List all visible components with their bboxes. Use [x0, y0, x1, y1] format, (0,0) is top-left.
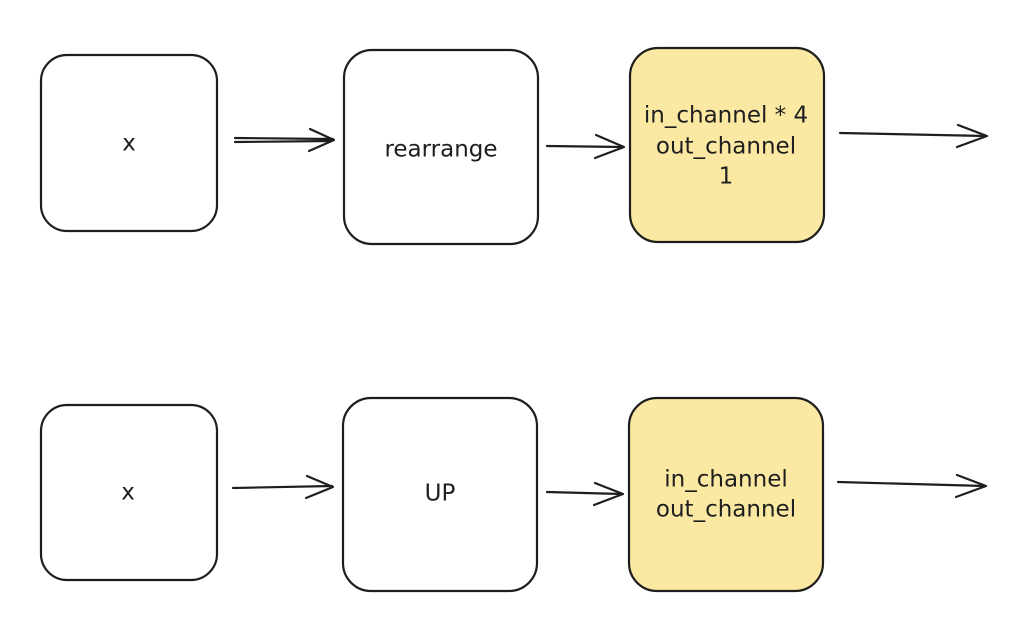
node-box [342, 48, 540, 246]
arrow-rearrange-to-conv [545, 133, 626, 160]
row-2: x UP in_channel out_channel [39, 396, 988, 593]
node-conv-row1[interactable]: in_channel * 4 out_channel 1 [628, 46, 826, 244]
node-label: x [121, 480, 135, 506]
node-conv-row2[interactable]: in_channel out_channel [627, 396, 825, 593]
row-1: x rearrange in_channel * 4 out_channel 1 [39, 46, 989, 246]
node-label: rearrange [384, 137, 497, 163]
node-up[interactable]: UP [341, 396, 539, 593]
node-label-line-2: out_channel [656, 134, 796, 160]
node-label-line-1: in_channel * 4 [644, 103, 808, 129]
node-label: x [122, 131, 136, 157]
node-rearrange[interactable]: rearrange [342, 48, 540, 246]
node-box [39, 53, 219, 233]
arrow-out-row2 [836, 473, 988, 499]
node-label: UP [425, 481, 456, 507]
arrow-x-to-rearrange [233, 127, 336, 153]
node-label-line-3: 1 [719, 164, 734, 190]
node-box [627, 396, 825, 593]
arrow-up-to-conv [545, 481, 625, 507]
node-box [341, 396, 539, 593]
node-box [628, 46, 826, 244]
node-x-row2[interactable]: x [39, 403, 219, 582]
arrow-out-row1 [838, 123, 989, 149]
node-label-line-1: in_channel [664, 467, 787, 493]
node-box [39, 403, 219, 582]
arrow-x-to-up [231, 474, 335, 500]
node-x-row1[interactable]: x [39, 53, 219, 233]
node-label-line-2: out_channel [656, 497, 796, 523]
